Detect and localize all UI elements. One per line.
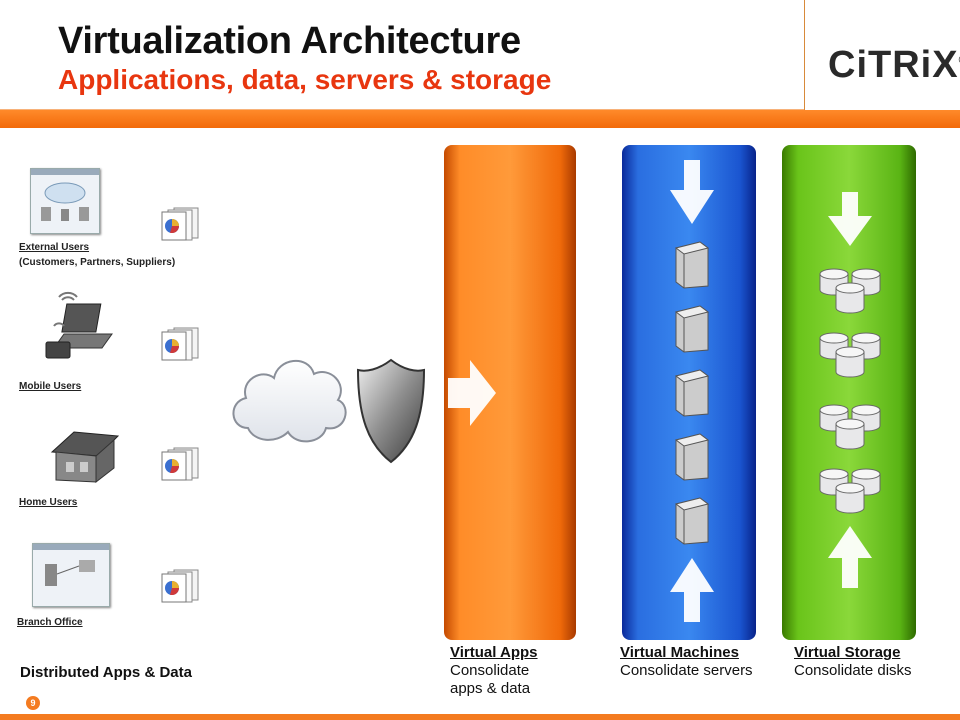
external-users-sub: (Customers, Partners, Suppliers) bbox=[19, 257, 176, 268]
documents-icon bbox=[160, 206, 199, 241]
disk-stack-icon bbox=[818, 266, 882, 321]
disk-stack-icon bbox=[818, 402, 882, 457]
arrow-down-icon bbox=[670, 160, 714, 231]
header-rule bbox=[0, 109, 804, 110]
slide-title: Virtualization Architecture bbox=[58, 20, 521, 62]
virtual-storage-title: Virtual Storage bbox=[794, 644, 901, 661]
arrow-right-icon bbox=[448, 358, 498, 433]
header-bar bbox=[0, 110, 960, 128]
virtual-machines-desc: Consolidate servers bbox=[620, 662, 753, 679]
cloud-icon bbox=[226, 340, 352, 455]
arrow-up-icon bbox=[828, 526, 872, 595]
server-icon bbox=[672, 304, 710, 359]
house-icon bbox=[48, 426, 120, 491]
shield-icon bbox=[356, 358, 426, 469]
home-users-label: Home Users bbox=[19, 497, 78, 508]
server-icon bbox=[672, 432, 710, 487]
slide-subtitle: Applications, data, servers & storage bbox=[58, 64, 552, 95]
citrix-logo: CiTRiX® bbox=[828, 44, 960, 86]
disk-stack-icon bbox=[818, 330, 882, 385]
virtual-machines-title: Virtual Machines bbox=[620, 644, 739, 661]
distributed-apps-caption: Distributed Apps & Data bbox=[20, 664, 192, 681]
laptop-wireless-icon bbox=[42, 286, 120, 369]
mobile-users-label: Mobile Users bbox=[19, 381, 82, 392]
virtual-apps-desc-1: Consolidate bbox=[450, 662, 530, 679]
disk-stack-icon bbox=[818, 466, 882, 521]
external-users-label: External Users bbox=[19, 242, 90, 253]
footer-bar bbox=[0, 714, 960, 720]
virtual-apps-title: Virtual Apps bbox=[450, 644, 538, 661]
branch-diagram-icon bbox=[32, 543, 110, 607]
documents-icon bbox=[160, 568, 199, 603]
arrow-down-icon bbox=[828, 192, 872, 253]
virtual-storage-desc: Consolidate disks bbox=[794, 662, 912, 679]
documents-icon bbox=[160, 446, 199, 481]
virtual-apps-desc-2: apps & data bbox=[450, 680, 531, 697]
branch-office-label: Branch Office bbox=[17, 617, 83, 628]
server-icon bbox=[672, 240, 710, 295]
page-number-badge: 9 bbox=[26, 696, 40, 710]
header-divider bbox=[804, 0, 805, 128]
server-icon bbox=[672, 368, 710, 423]
arrow-up-icon bbox=[670, 558, 714, 629]
server-icon bbox=[672, 496, 710, 551]
network-diagram-icon bbox=[30, 168, 100, 234]
documents-icon bbox=[160, 326, 199, 361]
